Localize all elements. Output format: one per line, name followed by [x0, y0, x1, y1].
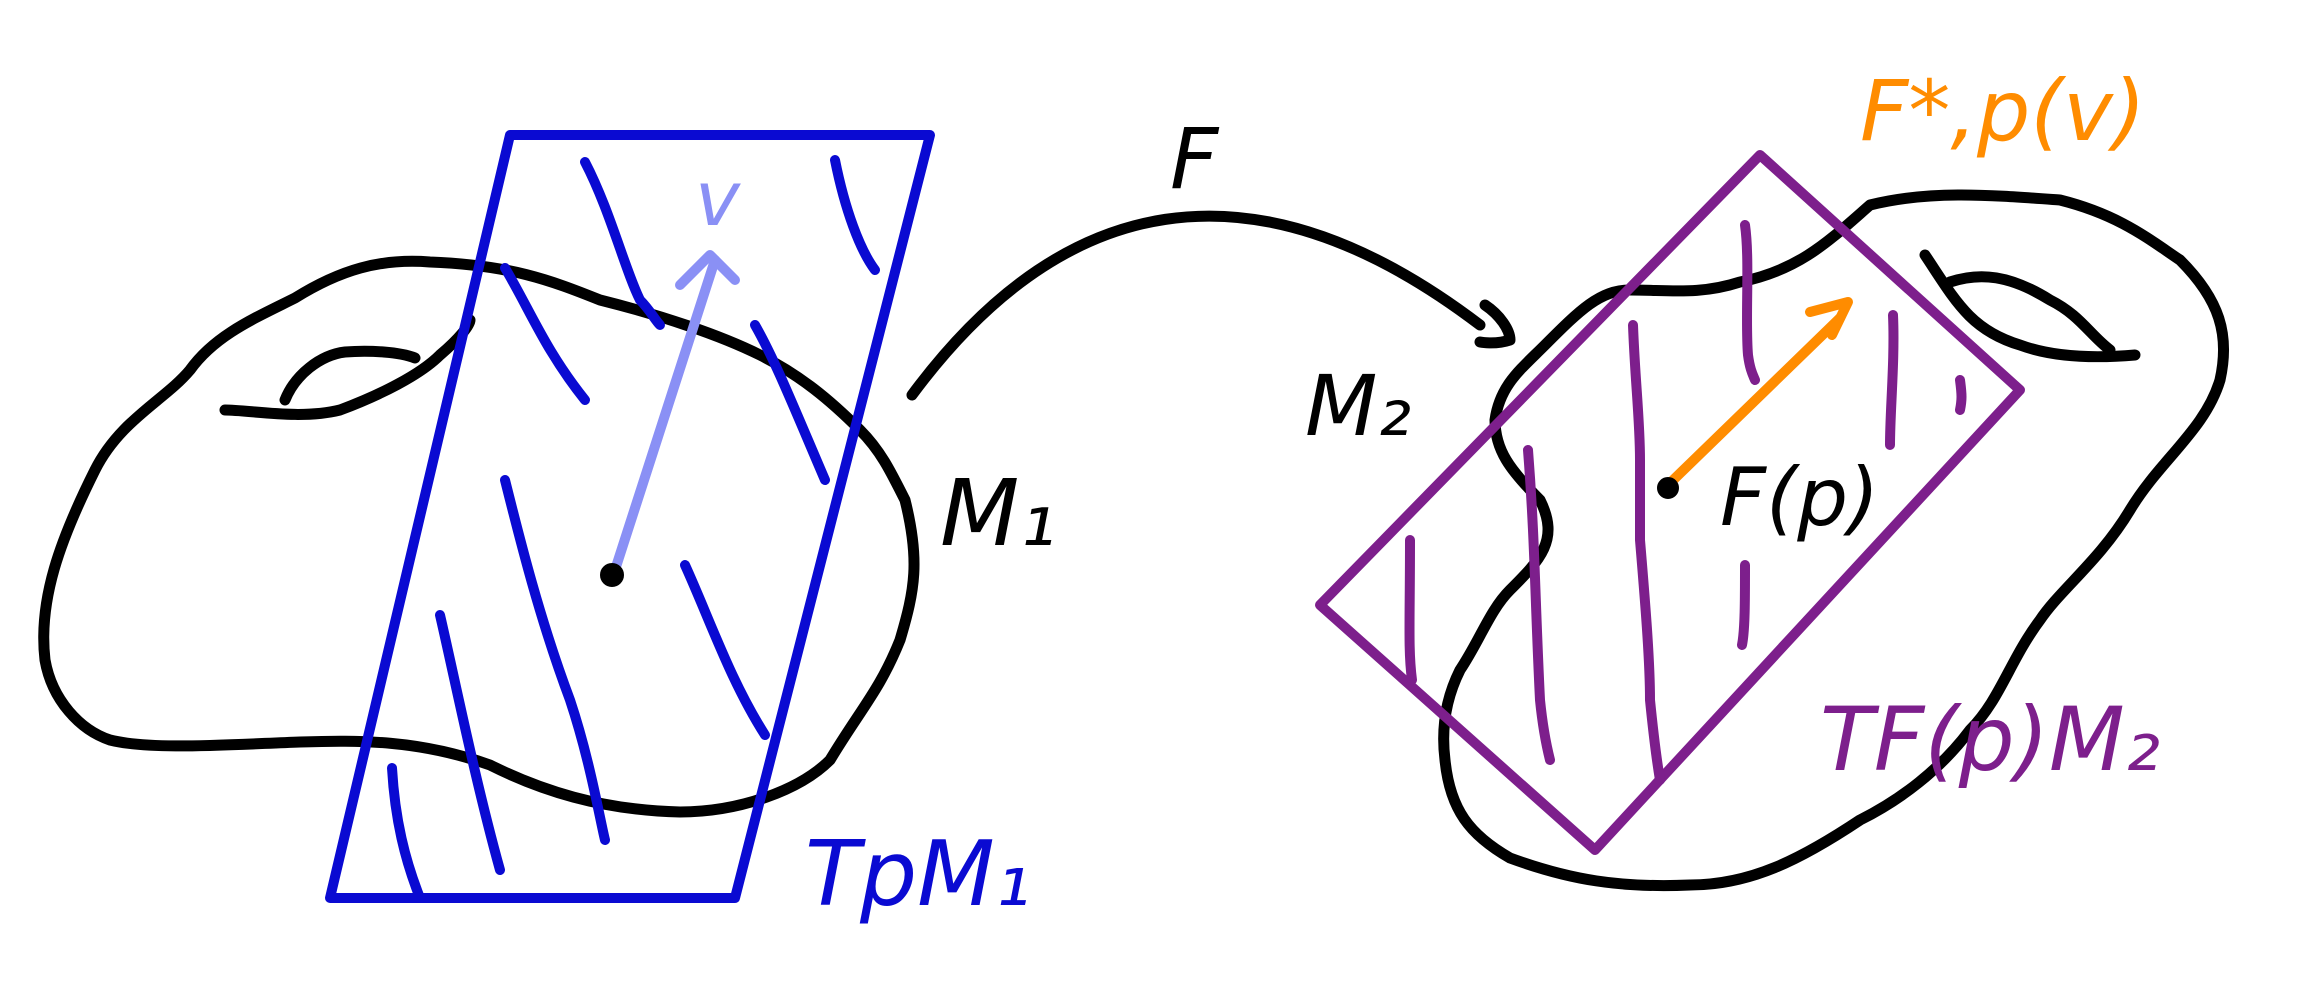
tangent-plane-2-hatching	[1404, 220, 1967, 785]
pushforward-vector-head	[1805, 297, 1853, 340]
map-arrow-head	[1474, 299, 1516, 349]
label-pushforward: F*,p(v)	[1860, 62, 2146, 160]
vector-v-shaft	[610, 255, 720, 575]
pushforward-vector-shaft	[1663, 313, 1845, 490]
manifold-1-hole-lower	[279, 345, 421, 406]
label-tangent-space-1: TpM₁	[805, 822, 1031, 927]
map-arrow	[906, 210, 1486, 401]
label-manifold-1: M₁	[940, 460, 1056, 567]
point-p-dot	[600, 563, 624, 587]
label-manifold-2: M₂	[1305, 357, 1411, 455]
tangent-plane-2	[1315, 150, 2025, 855]
tangent-plane-1	[325, 130, 935, 903]
label-vector-v: v	[695, 154, 741, 243]
label-point-image: F(p)	[1720, 451, 1879, 544]
manifold-2-hole	[1919, 249, 2141, 363]
manifold-1-hole	[219, 314, 476, 420]
label-map: F	[1170, 110, 1220, 208]
label-tangent-space-2: TF(p)M₂	[1820, 688, 2160, 791]
vector-v-head	[675, 250, 740, 290]
manifold-1-outline	[38, 255, 920, 818]
tangent-plane-1-hatching	[387, 155, 880, 903]
point-Fp-dot	[1657, 477, 1679, 499]
manifold-2-hole-upper	[1944, 271, 2116, 356]
manifold-2-outline	[1438, 189, 2230, 892]
